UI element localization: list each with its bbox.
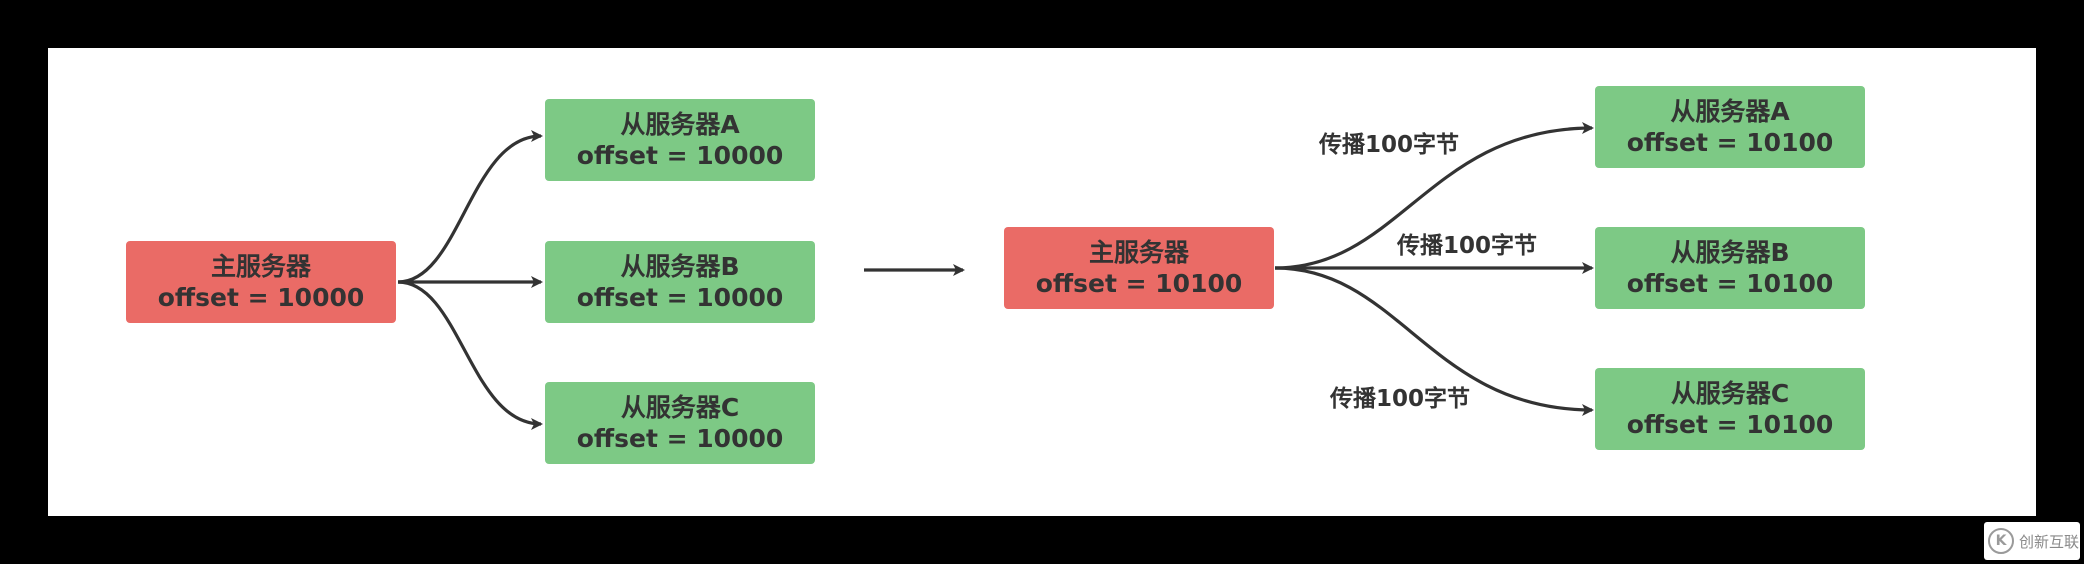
after-slave-a-node: 从服务器A offset = 10100 xyxy=(1595,86,1865,168)
edge-after-master-to-slave-a xyxy=(1274,122,1594,270)
after-slave-c-name: 从服务器C xyxy=(1670,379,1790,408)
before-slave-b-node: 从服务器B offset = 10000 xyxy=(545,241,815,323)
edge-before-master-to-slave-c xyxy=(397,280,543,430)
after-master-node: 主服务器 offset = 10100 xyxy=(1004,227,1274,309)
edge-label-slave-a: 传播100字节 xyxy=(1319,132,1460,158)
edge-before-master-to-slave-a xyxy=(397,130,543,284)
after-master-name: 主服务器 xyxy=(1088,238,1189,267)
before-slave-a-name: 从服务器A xyxy=(620,110,740,139)
after-slave-b-name: 从服务器B xyxy=(1670,238,1790,267)
after-slave-a-offset: offset = 10100 xyxy=(1626,128,1834,157)
after-slave-b-node: 从服务器B offset = 10100 xyxy=(1595,227,1865,309)
watermark-text: 创新互联 xyxy=(2019,532,2080,551)
before-slave-b-name: 从服务器B xyxy=(620,252,740,281)
after-slave-a-name: 从服务器A xyxy=(1670,97,1790,126)
edge-label-slave-c: 传播100字节 xyxy=(1330,386,1471,412)
after-slave-c-offset: offset = 10100 xyxy=(1626,410,1834,439)
before-slave-c-offset: offset = 10000 xyxy=(576,424,784,453)
before-master-node: 主服务器 offset = 10000 xyxy=(126,241,396,323)
after-master-offset: offset = 10100 xyxy=(1035,269,1243,298)
after-slave-b-offset: offset = 10100 xyxy=(1626,269,1834,298)
before-slave-c-node: 从服务器C offset = 10000 xyxy=(545,382,815,464)
before-master-offset: offset = 10000 xyxy=(157,283,365,312)
edge-after-master-to-slave-c xyxy=(1274,266,1594,416)
after-slave-c-node: 从服务器C offset = 10100 xyxy=(1595,368,1865,450)
before-slave-c-name: 从服务器C xyxy=(620,393,740,422)
watermark-logo-icon: K xyxy=(1988,528,2014,554)
watermark: K 创新互联 xyxy=(1984,522,2080,560)
before-slave-a-node: 从服务器A offset = 10000 xyxy=(545,99,815,181)
before-slave-b-offset: offset = 10000 xyxy=(576,283,784,312)
before-slave-a-offset: offset = 10000 xyxy=(576,141,784,170)
edge-label-slave-b: 传播100字节 xyxy=(1397,233,1538,259)
before-master-name: 主服务器 xyxy=(210,252,311,281)
